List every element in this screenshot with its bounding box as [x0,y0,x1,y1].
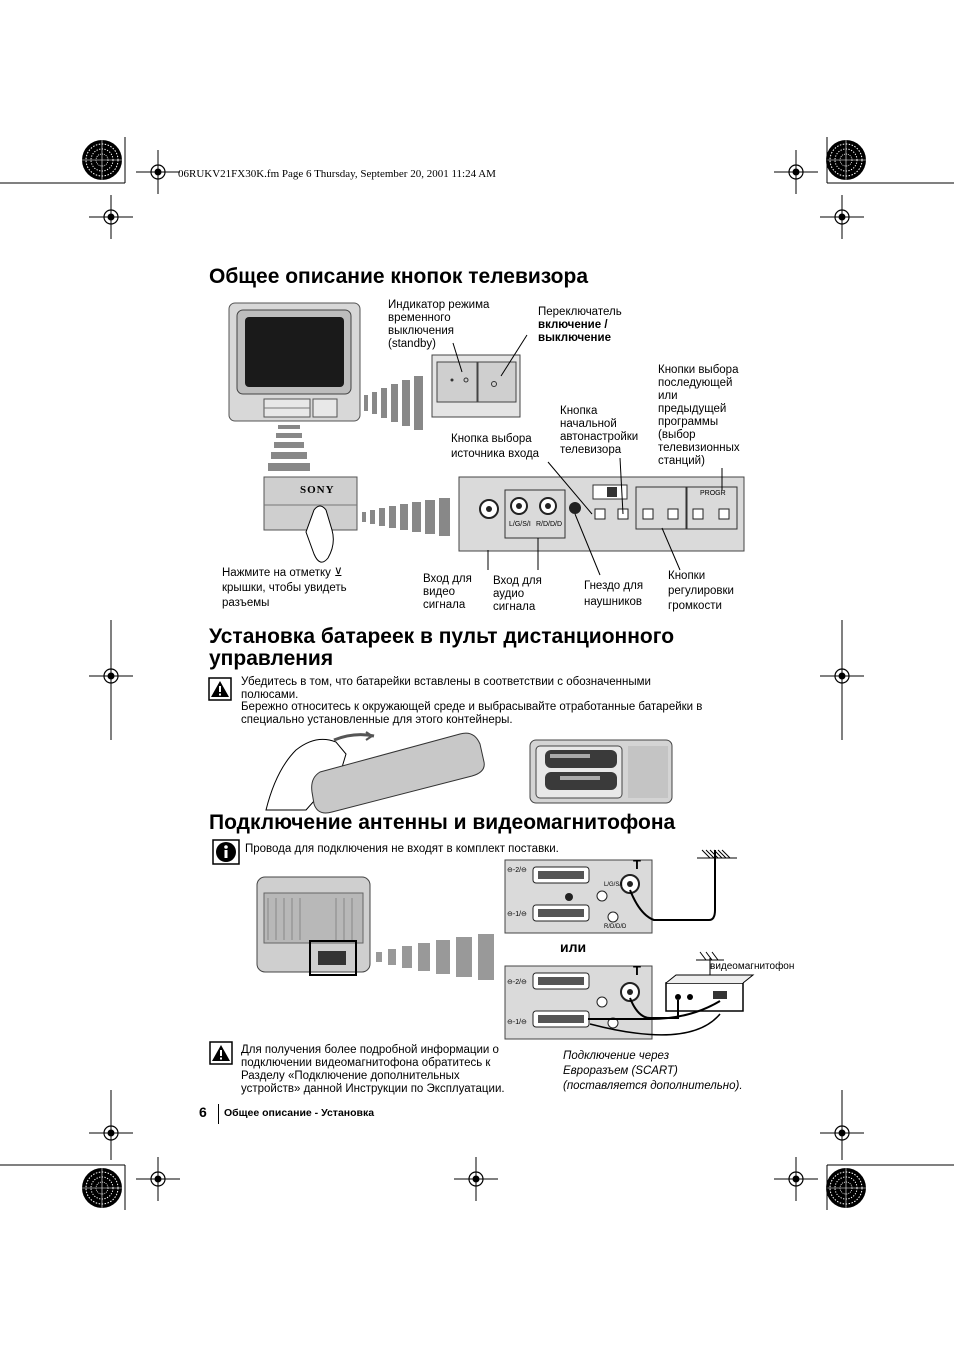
or-label: или [560,939,586,955]
footer-divider [218,1104,219,1124]
lsa-label: L/G/S/I [604,882,623,888]
scart2-label-2: ⊖-2/⊖ [507,978,527,986]
rdd-label: R/D/D/D [604,924,626,930]
page-number: 6 [199,1104,207,1120]
scart2-label: ⊖-2/⊖ [507,866,527,874]
antenna-label: T [633,857,641,872]
vcr-note-text: Для получения более подробной информации… [241,1044,505,1096]
footer-section-name: Общее описание - Установка [224,1107,374,1119]
scart1-label-2: ⊖-1/⊖ [507,1018,527,1026]
antenna-label-2: T [633,963,641,978]
vcr-label: видеомагнитофон [710,961,794,972]
scart1-label: ⊖-1/⊖ [507,910,527,918]
